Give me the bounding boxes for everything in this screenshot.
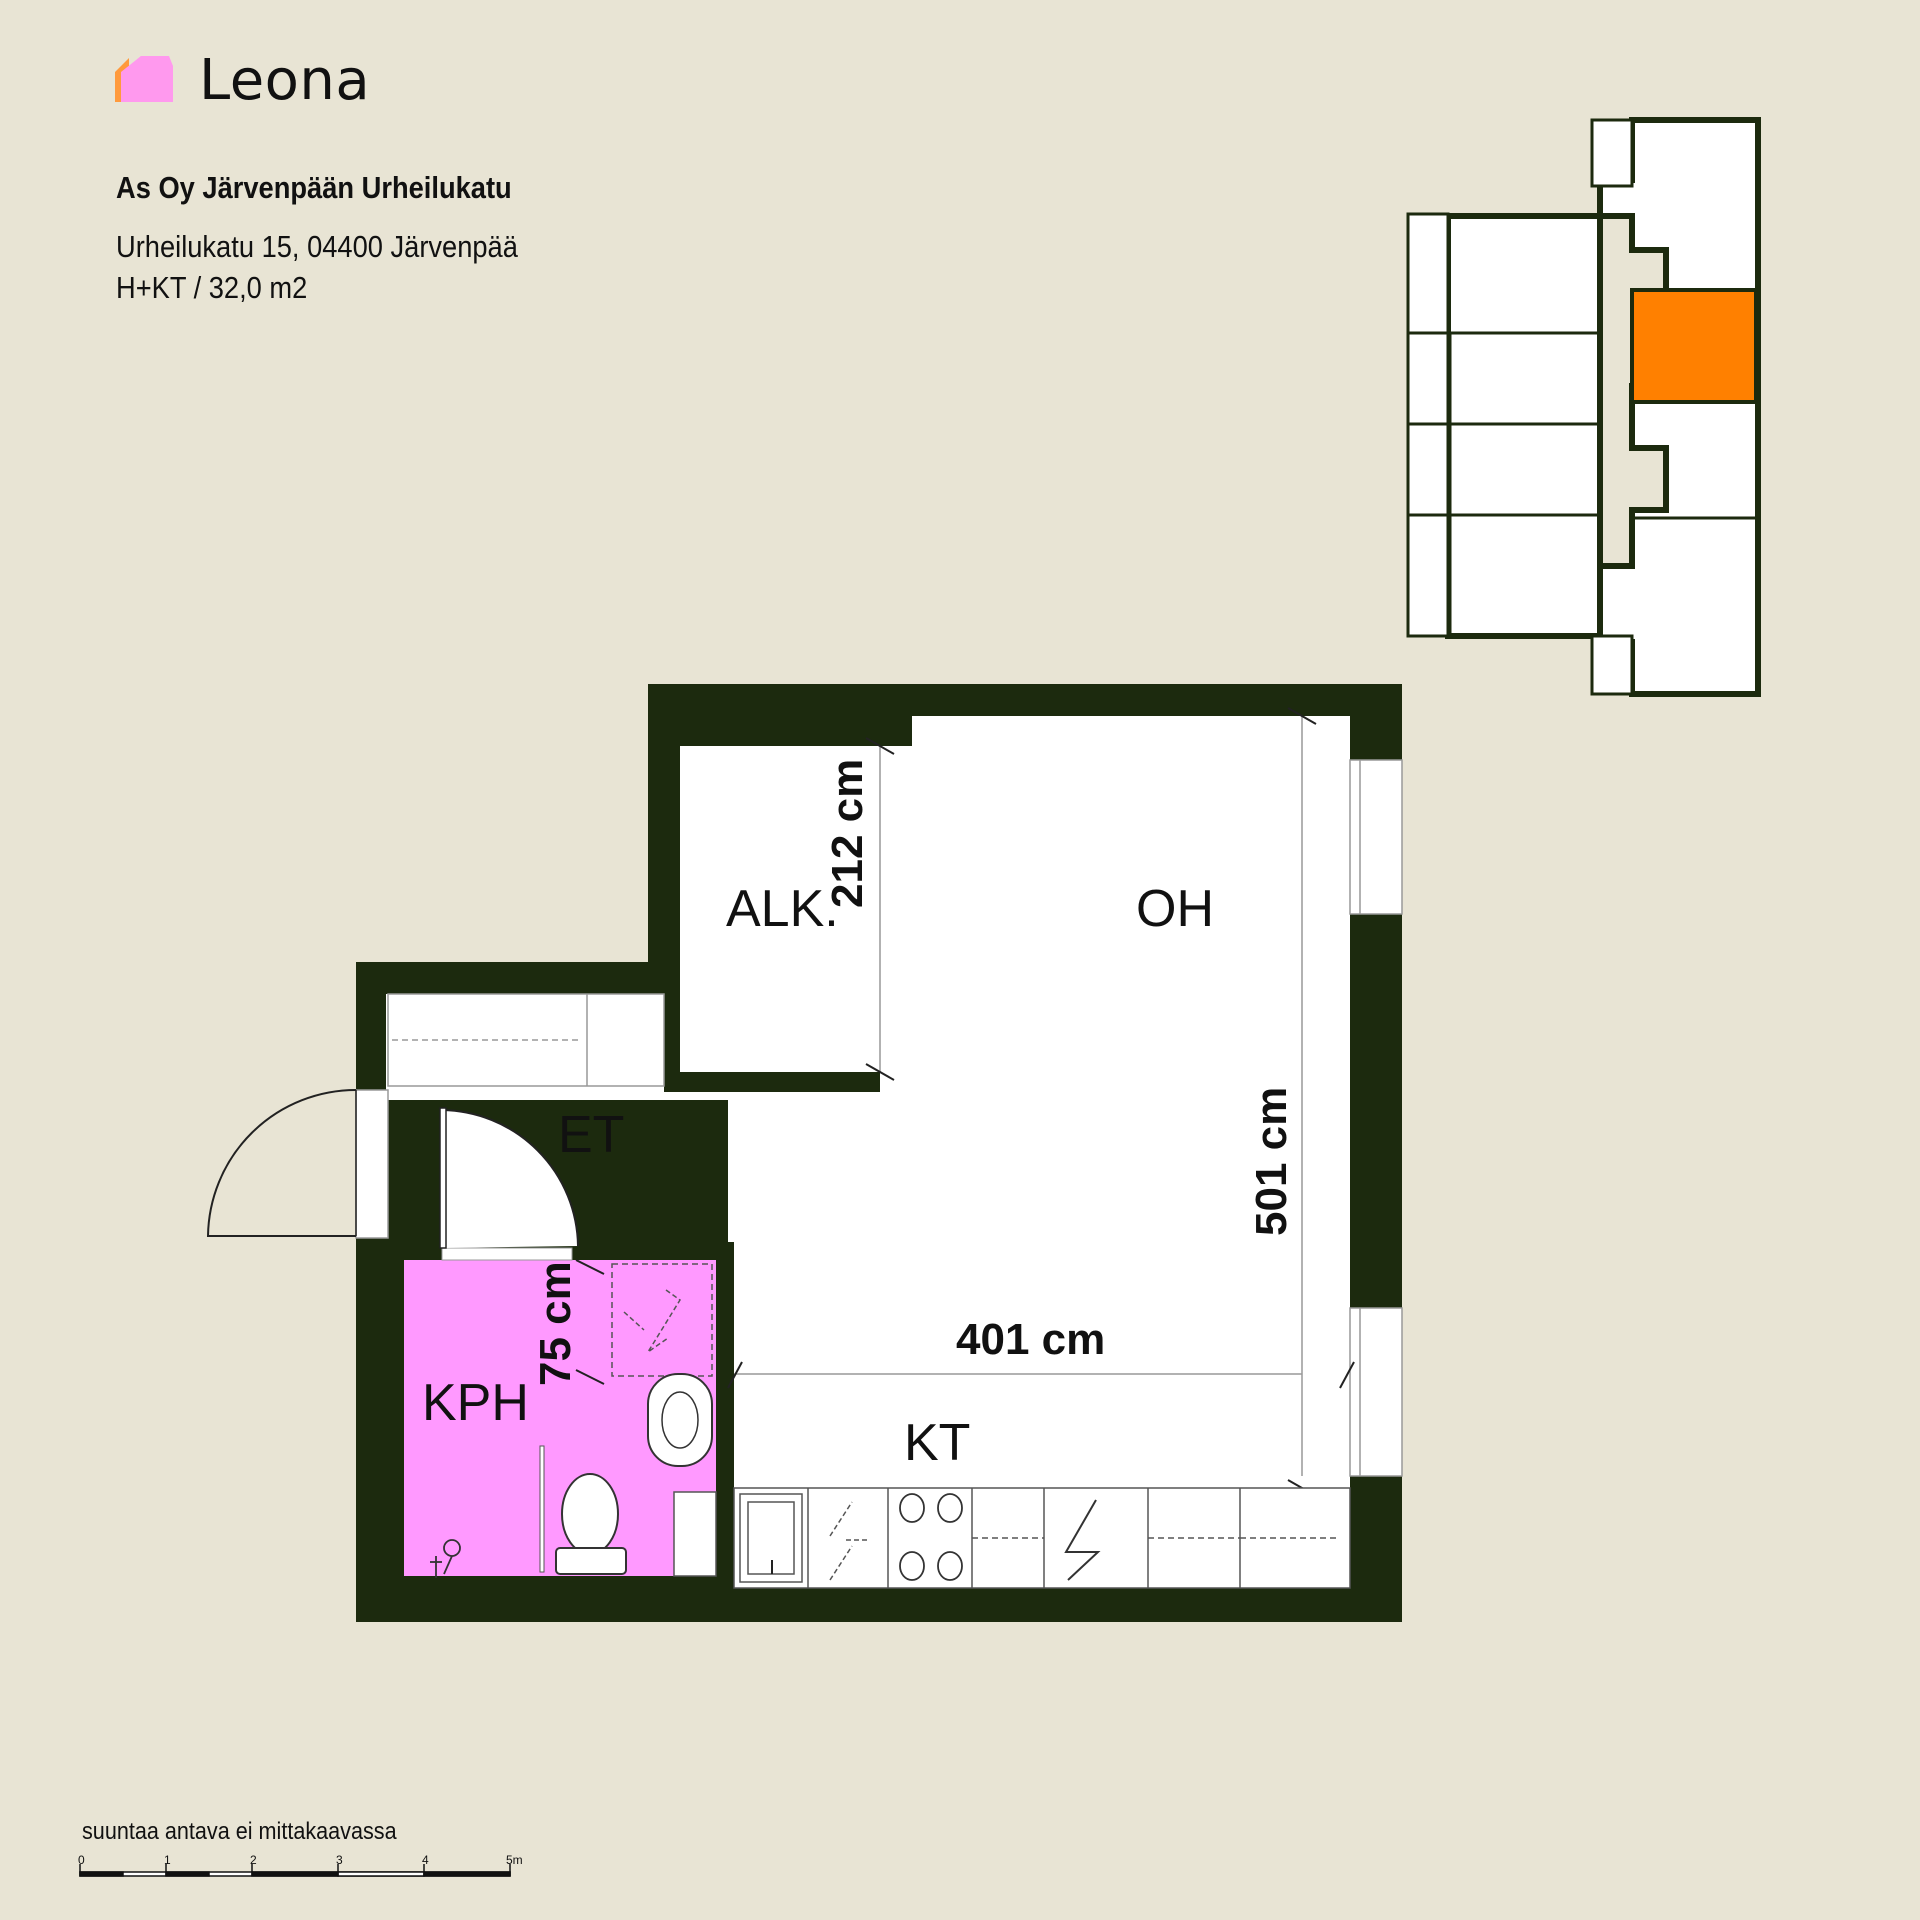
scale-ticks: 0 1 2 3 4 5m bbox=[78, 1853, 523, 1867]
room-label-entrance: ET bbox=[558, 1106, 624, 1164]
project-address: Urheilukatu 15, 04400 Järvenpää bbox=[116, 229, 518, 264]
svg-text:4: 4 bbox=[422, 1853, 429, 1867]
svg-text:0: 0 bbox=[78, 1853, 85, 1867]
scale-note: suuntaa antava ei mittakaavassa bbox=[82, 1818, 397, 1845]
project-info: As Oy Järvenpään Urheilukatu Urheilukatu… bbox=[116, 170, 573, 308]
stove-icon bbox=[899, 1493, 963, 1581]
key-plan bbox=[1406, 117, 1761, 697]
room-label-living: OH bbox=[1136, 880, 1214, 938]
dimension-living-width: 401 cm bbox=[956, 1315, 1105, 1364]
windows bbox=[734, 716, 1403, 1477]
svg-text:5m: 5m bbox=[506, 1853, 523, 1867]
drain-icon bbox=[430, 1539, 461, 1578]
room-label-alcove: ALK. bbox=[726, 880, 839, 938]
unit-type-size: H+KT / 32,0 m2 bbox=[116, 270, 308, 305]
dimension-alcove-width: 212 cm bbox=[823, 759, 872, 908]
floor bbox=[386, 716, 1350, 1588]
dimension-living-depth: 501 cm bbox=[1247, 1087, 1296, 1236]
highlighted-apartment bbox=[1630, 288, 1758, 404]
room-label-bathroom: KPH bbox=[422, 1374, 529, 1432]
brand-name: Leona bbox=[199, 48, 371, 113]
alcove-walls bbox=[664, 746, 880, 1092]
svg-text:1: 1 bbox=[164, 1853, 171, 1867]
dimension-bathroom-door: 75 cm bbox=[531, 1261, 580, 1386]
logo: Leona bbox=[115, 48, 370, 113]
house-logo-icon bbox=[115, 55, 173, 102]
kitchen-counter bbox=[733, 1487, 1351, 1589]
svg-text:2: 2 bbox=[250, 1853, 257, 1867]
entrance-door bbox=[206, 1089, 389, 1239]
room-label-kitchen: KT bbox=[904, 1414, 970, 1472]
svg-text:3: 3 bbox=[336, 1853, 343, 1867]
project-name: As Oy Järvenpään Urheilukatu bbox=[116, 170, 512, 205]
bathroom bbox=[388, 1107, 734, 1588]
scale-bar bbox=[79, 1864, 511, 1877]
entrance-wardrobe bbox=[387, 993, 665, 1087]
